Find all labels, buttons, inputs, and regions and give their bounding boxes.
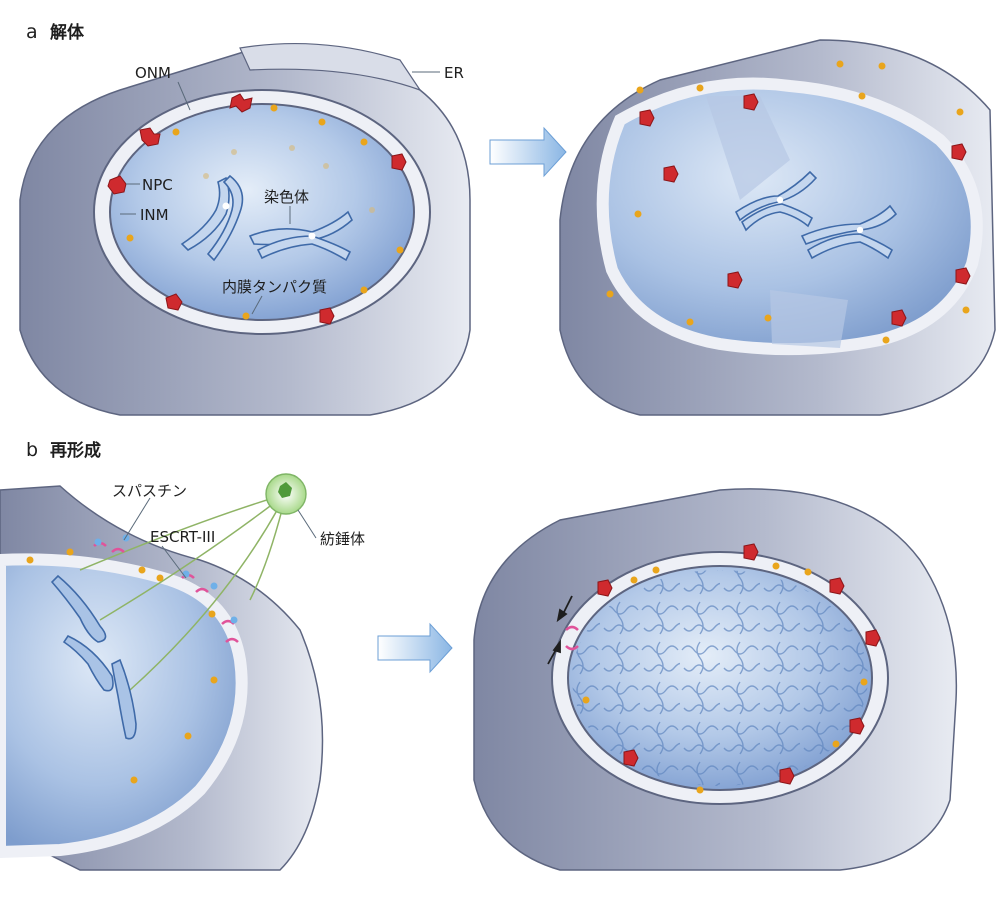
chromosome-pair-b	[734, 170, 898, 260]
centromere-right	[308, 232, 316, 240]
intact-nucleus: ONM ER NPC INM 染色体 内膜タンパク質	[19, 42, 471, 416]
membrane-protein-group	[126, 104, 404, 320]
reformed-nucleus	[473, 488, 958, 871]
chromosome-left	[180, 174, 244, 262]
npc-group-b	[639, 93, 971, 327]
nucleoplasm-speckles	[203, 145, 375, 213]
centrosome-icon	[265, 473, 307, 515]
chromosome-label: 染色体	[264, 188, 309, 206]
npc-label: NPC	[142, 176, 173, 194]
envelope-gap-2	[770, 290, 848, 348]
spindle-label: 紡錘体	[320, 530, 365, 548]
inner-membrane-protein-label: 内膜タンパク質	[222, 278, 327, 296]
onm-label: ONM	[135, 64, 171, 82]
npc-group	[107, 93, 407, 325]
membrane-protein-group-c	[26, 548, 218, 784]
er-sheet-top	[239, 42, 422, 92]
npc-group-d	[597, 543, 881, 785]
spastin-leader	[123, 497, 151, 541]
spastin-label: スパスチン	[112, 482, 187, 500]
inner-nuclear-membrane	[109, 103, 415, 321]
panel-a-title: 解体	[50, 22, 85, 43]
spindle-leader	[297, 509, 317, 539]
centromere-b1	[776, 196, 784, 204]
centromere-left	[222, 202, 230, 210]
right-arrow-icon-b	[377, 622, 453, 674]
escrt-leader	[161, 545, 187, 579]
chromosome-group-c	[50, 574, 137, 740]
er-label: ER	[444, 64, 464, 82]
panel-a-letter: a	[26, 21, 38, 43]
right-arrow-icon	[489, 126, 567, 178]
inm-label: INM	[140, 206, 169, 224]
fragmented-envelope	[596, 77, 983, 356]
envelope-gap-1	[706, 96, 790, 200]
onm-leader	[177, 81, 191, 111]
chromosome-right	[248, 210, 353, 262]
reforming-nucleus: スパスチン ESCRT-III 紡錘体	[0, 473, 365, 871]
centromere-b2	[856, 226, 864, 234]
panel-b-title: 再形成	[50, 440, 101, 461]
escrt-label: ESCRT-III	[150, 528, 215, 546]
converging-arrows-icon	[547, 595, 573, 665]
panel-b-letter: b	[26, 439, 38, 461]
membrane-protein-group-d	[582, 562, 868, 794]
inner-membrane-protein-leader	[251, 295, 263, 315]
decondensed-chromatin	[572, 570, 868, 786]
disassembled-nucleus	[559, 39, 996, 416]
escrt-ring-d	[565, 625, 579, 651]
membrane-protein-group-b	[606, 60, 970, 344]
